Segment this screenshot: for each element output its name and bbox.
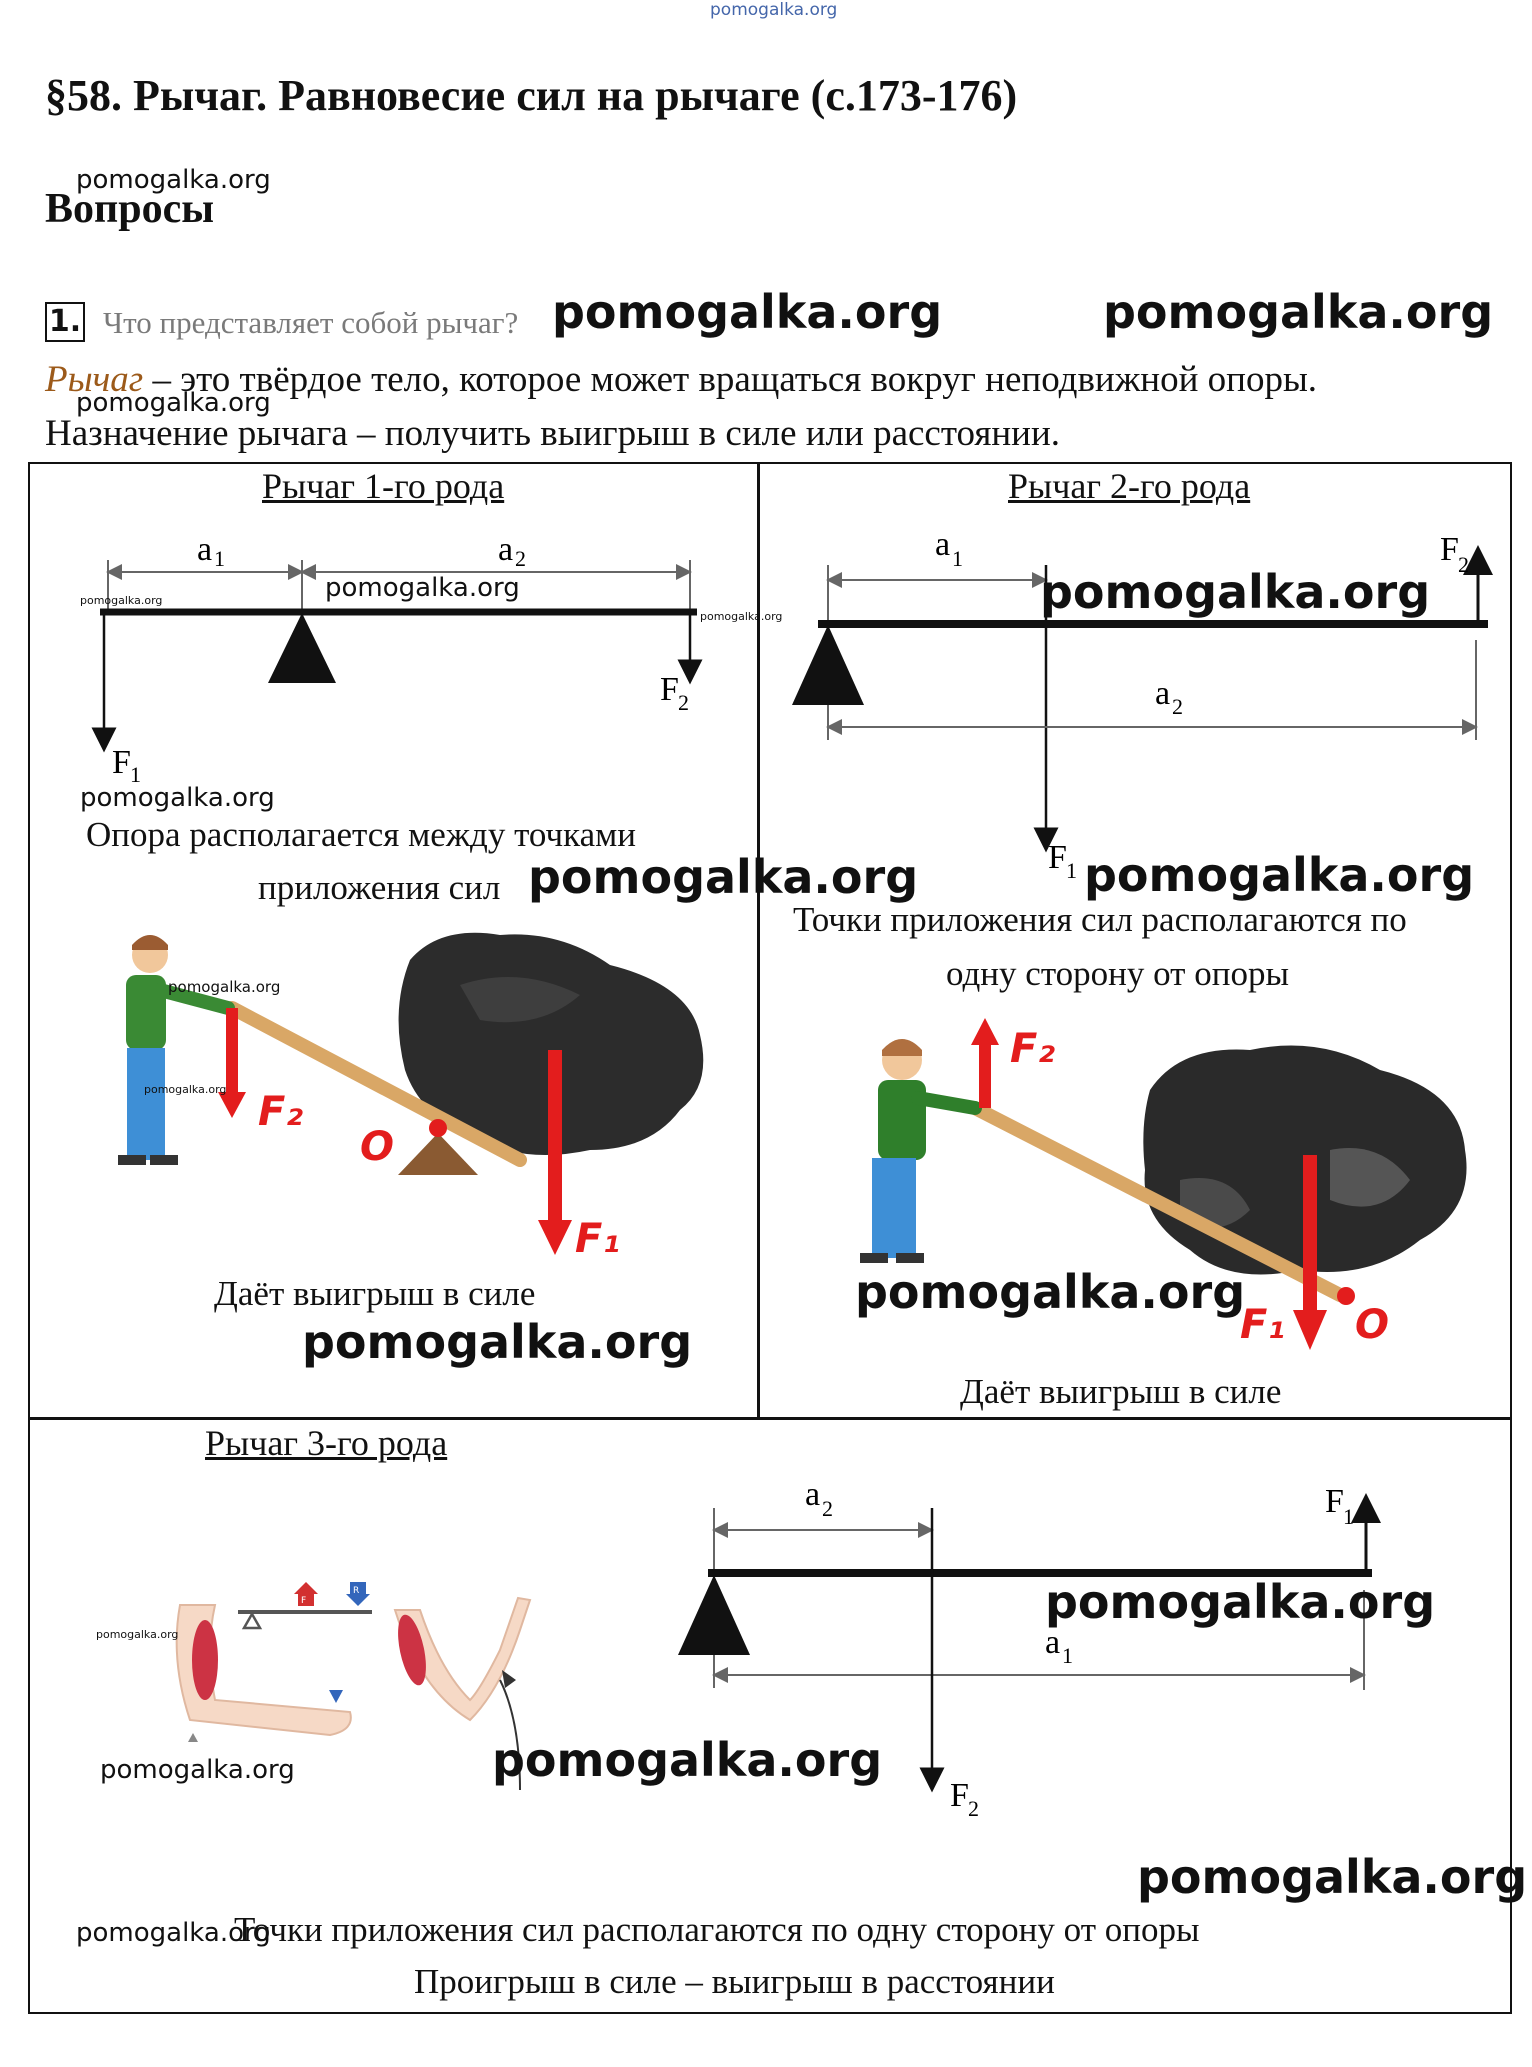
lever3-label-a2: a [805, 1476, 820, 1513]
watermark: pomogalka.org [1103, 285, 1494, 339]
watermark: pomogalka.org [100, 1755, 295, 1785]
lever3-label-a1: a [1045, 1624, 1060, 1661]
lever1-label-f1: F [112, 744, 131, 781]
fulcrum-wedge [398, 1133, 478, 1175]
lever2-label-f1: F [1048, 839, 1067, 876]
lever2-illustration: F₂ F₁ O [860, 1018, 1467, 1350]
lever3-fulcrum [678, 1575, 750, 1655]
lever2-caption: Рычаг 2-го рода [1008, 466, 1251, 506]
lever3-label-f1: F [1325, 1483, 1344, 1520]
lever1-label-a2-sub: 2 [515, 546, 526, 571]
pivot-point [429, 1119, 447, 1137]
watermark: pomogalka.org [302, 1315, 693, 1369]
lever3-label-f1-sub: 1 [1343, 1504, 1354, 1529]
small-fulcrum [241, 1611, 263, 1630]
lever1-label-f2-sub: 2 [678, 690, 689, 715]
lever3-note-line2: Проигрыш в силе – выигрыш в расстоянии [414, 1962, 1055, 2001]
lever2-label-f1-sub: 1 [1066, 858, 1077, 883]
lever1-note-line1: Опора располагается между точками [86, 815, 637, 854]
lever1-fulcrum [268, 613, 336, 683]
biceps-muscle [192, 1620, 218, 1700]
lever3-panel [28, 1417, 1512, 2014]
watermark: pomogalka.org [700, 610, 783, 623]
lever2-result: Даёт выигрыш в силе [960, 1372, 1282, 1411]
lever1-vector-f2-label: F₂ [258, 1089, 303, 1135]
lever3-label-f2: F [950, 1777, 969, 1814]
lever1-illustration: F₂ F₁ O [118, 932, 704, 1262]
lever1-note-line2: приложения сил [258, 868, 501, 907]
page-title: §58. Рычаг. Равновесие сил на рычаге (с.… [45, 71, 1018, 120]
person-pants [127, 1048, 165, 1160]
lever1-vector-f1-label: F₁ [575, 1216, 620, 1262]
lever1-label-a1: a [197, 531, 212, 568]
watermark: pomogalka.org [96, 1628, 179, 1641]
watermark: pomogalka.org [80, 594, 163, 607]
watermark: pomogalka.org [168, 978, 281, 996]
lever2-label-a2-sub: 2 [1172, 694, 1183, 719]
watermark: pomogalka.org [528, 850, 919, 904]
watermark: pomogalka.org [492, 1733, 883, 1787]
lever2-vector-f2-label: F₂ [1010, 1026, 1055, 1072]
watermark: pomogalka.org [1045, 1575, 1436, 1629]
lever1-caption: Рычаг 1-го рода [262, 466, 505, 506]
lever2-label-a1-sub: 1 [952, 546, 963, 571]
lever2-fulcrum [792, 625, 864, 705]
section-heading: Вопросы [45, 186, 215, 232]
arm-label-f: F [301, 1596, 306, 1606]
arm-label-r: R [353, 1586, 359, 1596]
lever2-vector-f1-label: F₁ [1240, 1302, 1285, 1348]
lever2-label-a1: a [935, 526, 950, 563]
lever1-label-a2: a [498, 531, 513, 568]
purpose-line: Назначение рычага – получить выигрыш в с… [45, 413, 1060, 454]
lever1-label-a1-sub: 1 [214, 546, 225, 571]
lever3-label-f2-sub: 2 [968, 1796, 979, 1821]
watermark: pomogalka.org [76, 1918, 271, 1948]
lever-plank [968, 1101, 1347, 1302]
watermark: pomogalka.org [1084, 848, 1475, 902]
lever3-diagram: a 2 a 1 F 1 F 2 [678, 1476, 1381, 1821]
person-pants [872, 1158, 916, 1258]
lever2-diagram: a 1 a 2 F 2 F 1 [792, 526, 1493, 883]
question-text: Что представляет собой рычаг? [103, 305, 519, 340]
watermark: pomogalka.org [1137, 1850, 1528, 1904]
watermark: pomogalka.org [1040, 565, 1431, 619]
lever2-label-a2: a [1155, 675, 1170, 712]
watermark: pomogalka.org [855, 1265, 1246, 1319]
question-number: 1. [45, 302, 85, 342]
lever-plank [225, 1001, 527, 1167]
watermark: pomogalka.org [76, 165, 271, 195]
lever1-panel [28, 462, 760, 1420]
lever2-note-line2: одну сторону от опоры [946, 954, 1289, 993]
definition-term: Рычаг [45, 359, 144, 400]
watermark: pomogalka.org [76, 388, 271, 418]
lever2-note-line1: Точки приложения сил располагаются по [793, 900, 1407, 939]
definition-line: Рычаг – это твёрдое тело, которое может … [45, 358, 1317, 401]
pivot-point [1337, 1287, 1355, 1305]
watermark: pomogalka.org [144, 1083, 227, 1096]
force-r-marker [350, 1582, 366, 1596]
header-watermark: pomogalka.org [710, 0, 838, 20]
watermark: pomogalka.org [325, 573, 520, 603]
lever3-note-line1: Точки приложения сил располагаются по од… [234, 1910, 1200, 1949]
lever1-diagram: a 1 a 2 F 1 F 2 [91, 531, 703, 787]
lever3-arm-illustration: F R [175, 1582, 532, 1791]
lever1-label-f1-sub: 1 [130, 762, 141, 787]
definition-text: – это твёрдое тело, которое может вращат… [143, 359, 1318, 400]
lever3-caption: Рычаг 3-го рода [205, 1423, 448, 1463]
lever2-label-f2-sub: 2 [1458, 552, 1469, 577]
lever1-result: Даёт выигрыш в силе [214, 1274, 536, 1313]
watermark: pomogalka.org [80, 783, 275, 813]
watermark: pomogalka.org [552, 285, 943, 339]
lever2-label-f2: F [1440, 531, 1459, 568]
lever2-pivot-label: O [1355, 1302, 1389, 1348]
lever2-panel [757, 462, 1512, 1420]
lever3-label-a2-sub: 2 [822, 1496, 833, 1521]
force-f-marker [298, 1592, 314, 1606]
lever1-label-f2: F [660, 671, 679, 708]
lever1-pivot-label: O [360, 1124, 394, 1170]
lever3-label-a1-sub: 1 [1062, 1643, 1073, 1668]
